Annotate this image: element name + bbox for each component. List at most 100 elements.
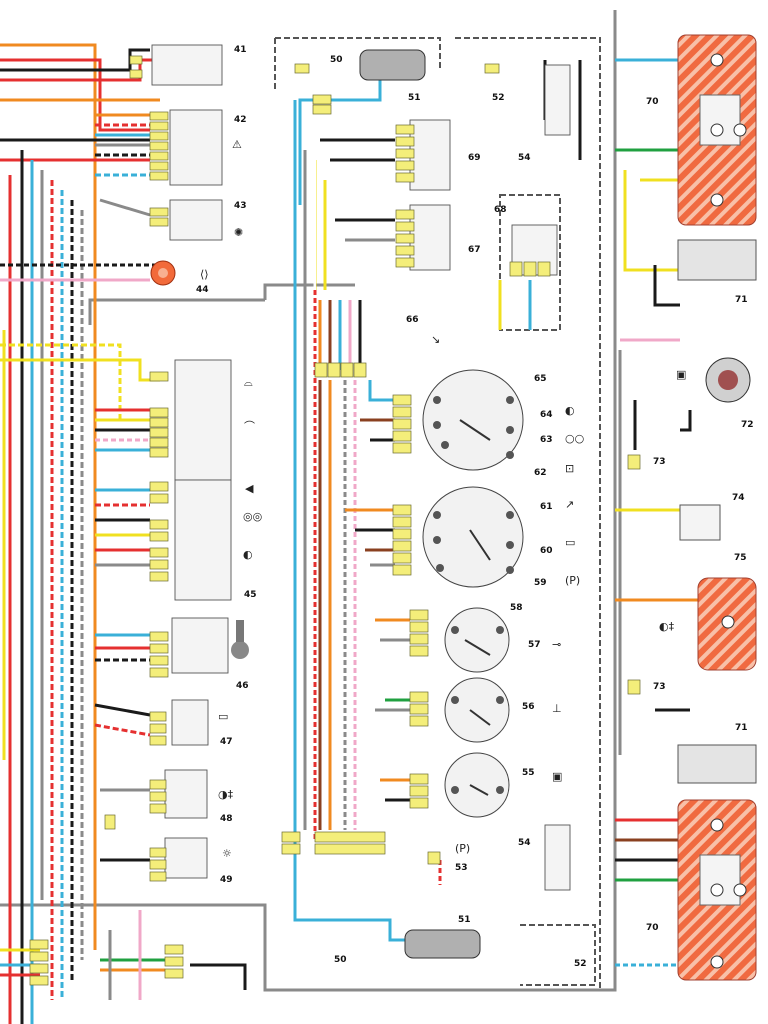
label-67: 67	[468, 245, 481, 255]
temperature-icon: ⊥	[552, 702, 562, 715]
box-54-top	[544, 64, 571, 136]
headlight-icon: ◐	[243, 548, 253, 561]
ignition-key-icon	[231, 641, 249, 659]
washer-icon: ⌓	[244, 376, 253, 389]
door-switch-icon: ↘	[431, 333, 440, 346]
label-51-bottom: 51	[458, 915, 471, 925]
gauge-57	[444, 607, 510, 673]
motor-51-bottom	[404, 929, 481, 959]
label-64: 64	[540, 410, 553, 420]
fuel-pump-icon: ▣	[552, 770, 562, 783]
label-73-top: 73	[653, 457, 666, 467]
label-44: 44	[196, 285, 209, 295]
label-49: 49	[220, 875, 233, 885]
label-68: 68	[494, 205, 507, 215]
label-50-top: 50	[330, 55, 343, 65]
label-69: 69	[468, 153, 481, 163]
horn-icon: ◀	[245, 482, 254, 495]
label-71-bottom: 71	[735, 723, 748, 733]
turn-signal-icon: ⟨⟩	[200, 268, 209, 281]
parking-brake-icon: (P)	[565, 574, 580, 587]
beacon-lamp-icon: ✺	[234, 226, 243, 239]
symbol-icons: ⚠ ✺ ⟨⟩ ⌓ ⌒ ◀ ◎◎ ◐ ▭ ◑‡ ☼ ◐ ○○ ⊡ ↗ ▭ (P) …	[200, 138, 686, 860]
label-55: 55	[522, 768, 535, 778]
box-41	[151, 44, 223, 86]
turn-signal-icon-2: ↗	[565, 498, 574, 511]
brake-warning-icon: ⊡	[565, 462, 574, 475]
rear-defrost-icon: ◎◎	[243, 510, 262, 523]
box-47	[171, 699, 209, 746]
label-54-bottom: 54	[518, 838, 531, 848]
gauge-56	[444, 677, 510, 743]
parking-brake-icon-2: (P)	[455, 842, 470, 855]
label-70-top: 70	[646, 97, 659, 107]
instrument-bundle	[293, 60, 582, 942]
label-70-bottom: 70	[646, 923, 659, 933]
label-50-bottom: 50	[334, 955, 347, 965]
label-62: 62	[534, 468, 547, 478]
box-74	[679, 504, 721, 541]
fuel-gauge-icon: ▣	[676, 368, 686, 381]
components	[150, 34, 757, 981]
gauge-58	[422, 486, 524, 588]
label-54-top: 54	[518, 153, 531, 163]
box-49	[164, 837, 208, 879]
instrument-cluster	[422, 369, 524, 818]
label-75: 75	[734, 553, 747, 563]
left-wire-bundle	[0, 43, 160, 1024]
box-67	[409, 204, 451, 271]
box-54-bottom	[544, 824, 571, 891]
label-51-top: 51	[408, 93, 421, 103]
label-57: 57	[528, 640, 541, 650]
box-71-bottom	[677, 744, 757, 784]
box-69	[409, 119, 451, 191]
label-53: 53	[455, 863, 468, 873]
label-45: 45	[244, 590, 257, 600]
label-46: 46	[236, 681, 249, 691]
box-45b	[174, 479, 232, 601]
label-52-bottom: 52	[574, 959, 587, 969]
label-56: 56	[522, 702, 535, 712]
label-73-bottom: 73	[653, 682, 666, 692]
switch-boxes	[151, 44, 571, 891]
label-61: 61	[540, 502, 553, 512]
label-66: 66	[406, 315, 419, 325]
label-59: 59	[534, 578, 547, 588]
label-52-top: 52	[492, 93, 505, 103]
label-65: 65	[534, 374, 547, 384]
label-58: 58	[510, 603, 523, 613]
gauge-55	[444, 752, 510, 818]
label-41: 41	[234, 45, 247, 55]
box-71-top	[677, 239, 757, 281]
connector-pins	[29, 55, 641, 986]
hazard-triangle-icon: ⚠	[232, 138, 242, 151]
box-42	[169, 109, 223, 186]
box-48	[164, 769, 208, 819]
label-63: 63	[540, 435, 553, 445]
rear-window-icon: ▭	[218, 710, 228, 723]
part-labels: 41 42 43 44 45 46 47 48 49 50 51 52 53 5…	[196, 45, 754, 969]
parking-lights-icon: ○○	[565, 432, 584, 445]
right-wire-bundle	[615, 58, 700, 967]
label-42: 42	[234, 115, 247, 125]
box-45a	[174, 359, 232, 481]
label-74: 74	[732, 493, 745, 503]
fog-lamp-icon: ◑‡	[218, 788, 234, 801]
oil-pressure-icon: ⊸	[552, 638, 561, 651]
label-60: 60	[540, 546, 553, 556]
feeder-wires	[0, 113, 247, 1000]
label-47: 47	[220, 737, 233, 747]
label-72: 72	[741, 420, 754, 430]
low-beam-icon: ◐	[565, 404, 575, 417]
box-46	[171, 617, 229, 674]
label-71-top: 71	[735, 295, 748, 305]
battery-icon: ▭	[565, 536, 575, 549]
wiper-icon: ⌒	[244, 420, 255, 433]
fog-lamp-icon-2: ◐‡	[659, 620, 675, 633]
interior-light-icon: ☼	[222, 847, 232, 860]
label-48: 48	[220, 814, 233, 824]
motor-51-top	[359, 49, 426, 81]
label-43: 43	[234, 201, 247, 211]
box-43	[169, 199, 223, 241]
